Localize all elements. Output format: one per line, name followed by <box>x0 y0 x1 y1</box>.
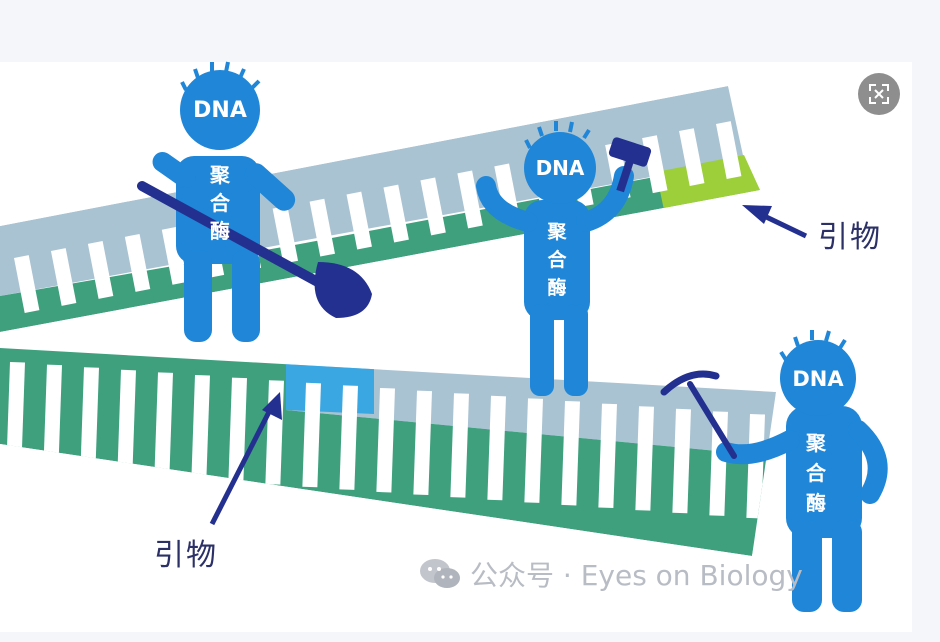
base-pair <box>679 128 705 187</box>
polymerase-label-2: DNA 聚 合 酶 <box>536 156 585 299</box>
wechat-icon <box>420 559 460 588</box>
shovel-icon <box>137 181 372 318</box>
base-pair <box>346 191 372 250</box>
base-pair <box>524 398 543 503</box>
base-pair <box>561 401 580 506</box>
base-pair <box>450 393 469 498</box>
polymerase-label-3: DNA 聚 合 酶 <box>792 367 844 515</box>
base-pair <box>457 170 483 229</box>
primer-label-right: 引物 <box>818 220 882 255</box>
base-pair <box>13 255 40 313</box>
watermark-text: 公众号 · Eyes on Biology <box>470 559 803 592</box>
enzyme-char: 酶 <box>547 276 566 299</box>
base-pair <box>376 388 395 493</box>
base-pair <box>487 395 506 501</box>
base-pair <box>598 403 617 509</box>
hammer-icon <box>608 137 652 193</box>
watermark: 公众号 · Eyes on Biology <box>418 551 803 597</box>
base-pair <box>383 184 409 243</box>
base-pair <box>746 414 765 519</box>
dna-label: DNA <box>792 367 844 391</box>
polymerase-figure-shovel <box>152 61 296 342</box>
arrow-icon <box>742 205 808 239</box>
base-pair <box>302 382 321 488</box>
base-pair <box>413 390 432 496</box>
polymerase-figure-hammer <box>476 121 634 396</box>
base-pair <box>309 198 335 257</box>
lower-dna-strand <box>0 348 776 556</box>
base-pair <box>117 369 136 475</box>
base-pair <box>6 361 25 467</box>
base-pair <box>672 408 691 514</box>
base-pair <box>635 406 654 511</box>
base-pair <box>43 364 62 470</box>
base-pair <box>420 177 446 236</box>
base-pair <box>124 233 151 292</box>
enzyme-char: 合 <box>547 248 567 271</box>
base-pair <box>80 367 99 472</box>
base-pair <box>154 372 173 477</box>
pickaxe-icon <box>660 370 737 459</box>
base-pair <box>715 121 742 179</box>
dna-label: DNA <box>193 98 247 123</box>
enzyme-char: 酶 <box>210 219 230 243</box>
upper-dna-strand <box>0 86 760 332</box>
base-pair <box>228 377 247 483</box>
polymerase-label-1: DNA 聚 合 酶 <box>193 98 247 243</box>
enzyme-char: 合 <box>210 191 231 215</box>
enzyme-char: 聚 <box>546 221 567 243</box>
base-pair <box>339 385 358 490</box>
primer-segment-left <box>286 348 374 414</box>
base-pair <box>87 241 114 299</box>
expand-icon <box>869 84 889 104</box>
arrow-icon <box>209 392 282 526</box>
dna-label: DNA <box>536 156 585 180</box>
enzyme-char: 合 <box>806 461 827 485</box>
primer-label-left: 引物 <box>154 538 218 573</box>
base-pair <box>50 248 77 306</box>
base-pair <box>161 226 188 285</box>
expand-image-button[interactable] <box>858 73 900 115</box>
base-pair <box>272 205 299 264</box>
enzyme-char: 聚 <box>805 431 827 455</box>
enzyme-char: 酶 <box>806 491 826 515</box>
enzyme-char: 聚 <box>209 163 231 187</box>
base-pair <box>191 374 210 480</box>
